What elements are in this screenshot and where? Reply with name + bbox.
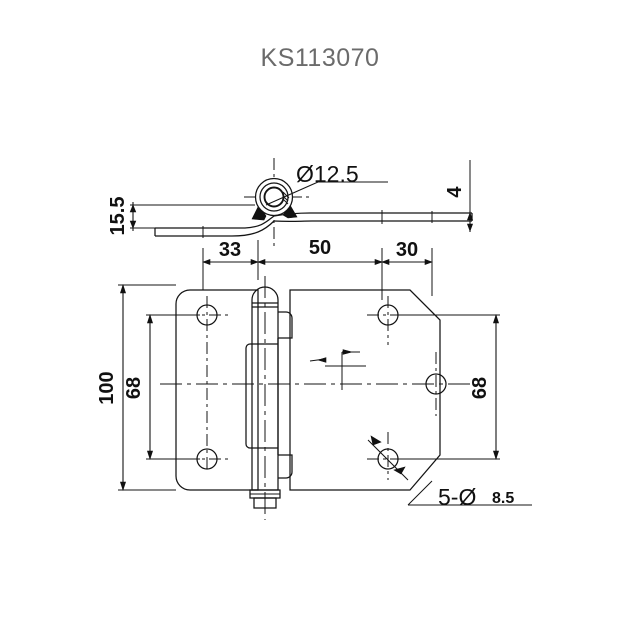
dim-label-30: 30 xyxy=(396,239,418,261)
dim-label-68-right: 68 xyxy=(469,377,491,399)
left-plate-holes xyxy=(186,296,228,470)
arrow-100-bottom xyxy=(119,481,127,491)
callout-arrow-upper xyxy=(370,435,382,446)
left-leaf-upper-edge xyxy=(155,215,275,229)
arrow-30-left xyxy=(381,258,390,266)
callout-leader-diagonal xyxy=(407,480,433,506)
dim-label-4: 4 xyxy=(444,186,466,198)
diameter-callout-label: Ø12.5 xyxy=(296,161,359,187)
horizontal-dimension-chain: 33 50 30 xyxy=(202,237,433,300)
arrow-4-bottom xyxy=(466,223,474,232)
right-plate-holes xyxy=(367,296,447,480)
arrow-155-bottom xyxy=(129,220,137,229)
dim-label-68-left: 68 xyxy=(123,377,145,399)
top-edge-view: Ø12.5 15.5 4 xyxy=(107,158,474,250)
page-title: KS113070 xyxy=(260,44,380,72)
datum-arrow-top xyxy=(342,349,354,355)
barrel-middle-segment xyxy=(245,343,278,449)
weld-fillet-left xyxy=(251,204,267,221)
front-plan-view: 5-Ø 8.5 100 68 68 xyxy=(96,276,532,520)
right-leaf-plate xyxy=(289,289,441,491)
hole-callout-sub-label: 8.5 xyxy=(492,490,514,507)
knuckle-outer-fill xyxy=(255,178,293,216)
dim-label-50: 50 xyxy=(309,237,331,259)
callout-arrow-lower xyxy=(393,466,406,475)
right-leaf-upper-edge xyxy=(273,212,472,217)
hinge-barrel xyxy=(251,286,279,491)
arrow-50-right xyxy=(374,258,383,266)
arrow-33-right xyxy=(250,258,259,266)
dim-label-155: 15.5 xyxy=(107,197,129,236)
left-leaf-lower-edge xyxy=(155,220,275,237)
datum-arrow-left xyxy=(316,357,327,363)
arrow-30-right xyxy=(424,258,433,266)
barrel-step-upper xyxy=(278,311,293,339)
arrow-4-top xyxy=(466,212,474,221)
left-leaf-plate xyxy=(175,289,259,491)
dim-label-100: 100 xyxy=(96,371,118,404)
diameter-leader-line xyxy=(265,181,319,206)
barrel-step-lower xyxy=(278,454,293,479)
arrow-100-top xyxy=(119,284,127,294)
center-datum-mark xyxy=(309,349,366,390)
arrow-68right-top xyxy=(492,314,500,324)
arrow-68right-bottom xyxy=(492,450,500,460)
arrow-68left-top xyxy=(146,314,154,324)
arrow-50-left xyxy=(257,258,266,266)
arrow-33-left xyxy=(202,258,211,266)
knuckle-outer-circle xyxy=(254,177,294,217)
hole-callout-main-label: 5-Ø xyxy=(438,484,476,510)
hole-callout-leader xyxy=(367,435,532,506)
arrow-68left-bottom xyxy=(146,450,154,460)
arrow-155-top xyxy=(129,204,137,213)
dim-label-33: 33 xyxy=(219,239,241,261)
